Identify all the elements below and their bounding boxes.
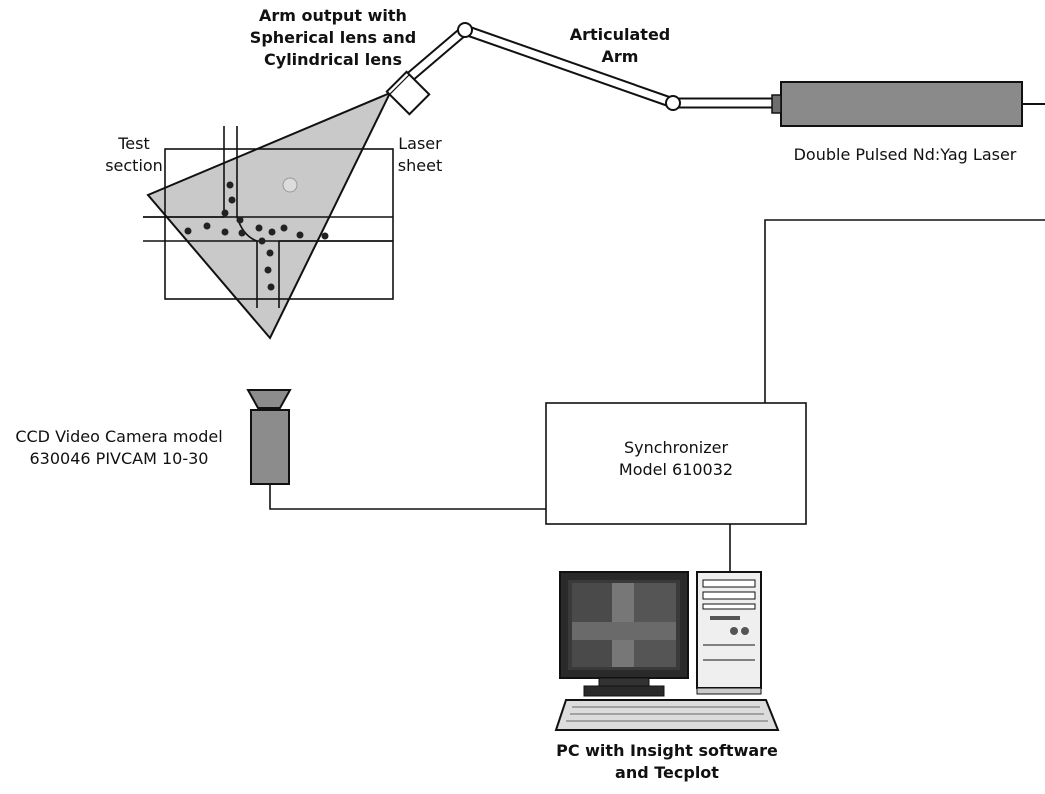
laser-output-port xyxy=(772,95,781,113)
seed-particle xyxy=(256,225,263,232)
pc-label: PC with Insight software and Tecplot xyxy=(552,740,782,784)
seed-particle xyxy=(268,284,275,291)
seed-particle xyxy=(222,210,229,217)
synchronizer-label: Synchronizer Model 610032 xyxy=(566,437,786,481)
seed-particle xyxy=(229,197,236,204)
ccd-camera xyxy=(248,390,290,484)
arm-joint xyxy=(666,96,680,110)
pc-tower xyxy=(697,572,761,688)
seed-particle xyxy=(185,228,192,235)
seed-particle xyxy=(222,229,229,236)
camera-body xyxy=(251,410,289,484)
seed-particle xyxy=(265,267,272,274)
laser-sheet-label: Laser sheet xyxy=(388,133,452,177)
laser-sheet-fan xyxy=(148,93,390,338)
seed-particle xyxy=(237,217,244,224)
seed-particle xyxy=(259,238,266,245)
laser-unit xyxy=(772,82,1045,126)
seed-particle xyxy=(227,182,234,189)
arm-joint xyxy=(458,23,472,37)
seed-particle xyxy=(269,229,276,236)
camera-lens xyxy=(248,390,290,408)
test-section-label: Test section xyxy=(98,133,170,177)
seed-particle xyxy=(267,250,274,257)
bubble xyxy=(283,178,297,192)
seed-particle xyxy=(322,233,329,240)
laser-name-label: Double Pulsed Nd:Yag Laser xyxy=(770,144,1040,166)
laser-sync-wire xyxy=(765,220,1045,403)
pc-workstation xyxy=(556,572,778,730)
seed-particle xyxy=(204,223,211,230)
seed-particle xyxy=(297,232,304,239)
keyboard xyxy=(556,700,778,730)
seed-particle xyxy=(239,230,246,237)
seed-particle xyxy=(281,225,288,232)
arm-output-label: Arm output with Spherical lens and Cylin… xyxy=(248,5,418,71)
articulated-arm-label: Articulated Arm xyxy=(560,24,680,68)
lens-head xyxy=(387,72,429,114)
laser-body xyxy=(781,82,1022,126)
camera-sync-wire xyxy=(270,484,546,509)
camera-label: CCD Video Camera model 630046 PIVCAM 10-… xyxy=(2,426,236,470)
